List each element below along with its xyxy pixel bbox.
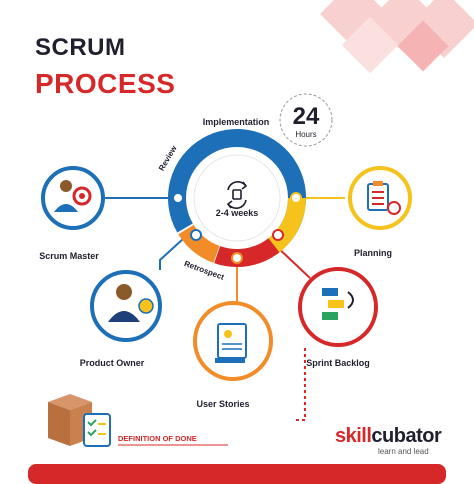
- ring-node-bottom-left: [190, 229, 202, 241]
- checklist-icon: [83, 413, 111, 447]
- user-stories-node: [193, 301, 273, 381]
- planning-node: [348, 166, 412, 230]
- scrum-master-node: [41, 166, 105, 230]
- sprint-backlog-node: [298, 267, 378, 347]
- implementation-label: Implementation: [202, 117, 270, 127]
- brand-logo: skillcubator: [335, 425, 442, 448]
- scrum-master-label: Scrum Master: [39, 251, 99, 261]
- definition-of-done-icon: [48, 394, 111, 447]
- hours-circle: [279, 93, 333, 147]
- target-icon: [387, 201, 401, 215]
- sprint-backlog-label: Sprint Backlog: [306, 358, 370, 368]
- person-head-icon: [116, 284, 132, 300]
- cycle-icon: [226, 181, 248, 209]
- brand-name-b: cubator: [371, 425, 442, 447]
- definition-of-done-label: DEFINITION OF DONE: [118, 434, 197, 443]
- title-line2: PROCESS: [35, 68, 176, 99]
- cycle-ring: [167, 129, 306, 267]
- scrum-cycle-diagram: [41, 93, 412, 447]
- bottom-bar: [28, 464, 446, 484]
- pencil-icon: [215, 358, 245, 363]
- connector-dod-dashed: [295, 348, 306, 421]
- person-body-icon: [108, 311, 140, 322]
- backlog-block-icon: [322, 288, 338, 296]
- title-line1: SCRUM: [35, 34, 126, 61]
- ring-node-left: [172, 192, 184, 204]
- decorative-background: [320, 0, 474, 74]
- person-body-icon: [54, 204, 78, 212]
- person-head-icon: [60, 180, 72, 192]
- ring-node-bottom-right: [272, 229, 284, 241]
- ring-node-right: [290, 192, 302, 204]
- product-owner-node: [90, 270, 162, 342]
- planning-label: Planning: [354, 248, 392, 258]
- duration-label: 2-4 weeks: [215, 208, 259, 218]
- brand-tagline: learn and lead: [378, 447, 429, 456]
- user-stories-label: User Stories: [196, 399, 250, 409]
- ring-segment-blue: [167, 129, 306, 267]
- arrow-icon: [347, 291, 354, 309]
- ring-center: [193, 154, 281, 242]
- brand-name-a: skill: [335, 425, 372, 447]
- ring-node-bottom: [231, 252, 243, 264]
- hours-unit: Hours: [295, 130, 317, 139]
- product-owner-label: Product Owner: [79, 358, 145, 368]
- gear-icon: [138, 298, 154, 314]
- hours-value: 24: [292, 103, 320, 130]
- ring-segment-orange: [168, 129, 306, 267]
- document-icon: [217, 323, 247, 359]
